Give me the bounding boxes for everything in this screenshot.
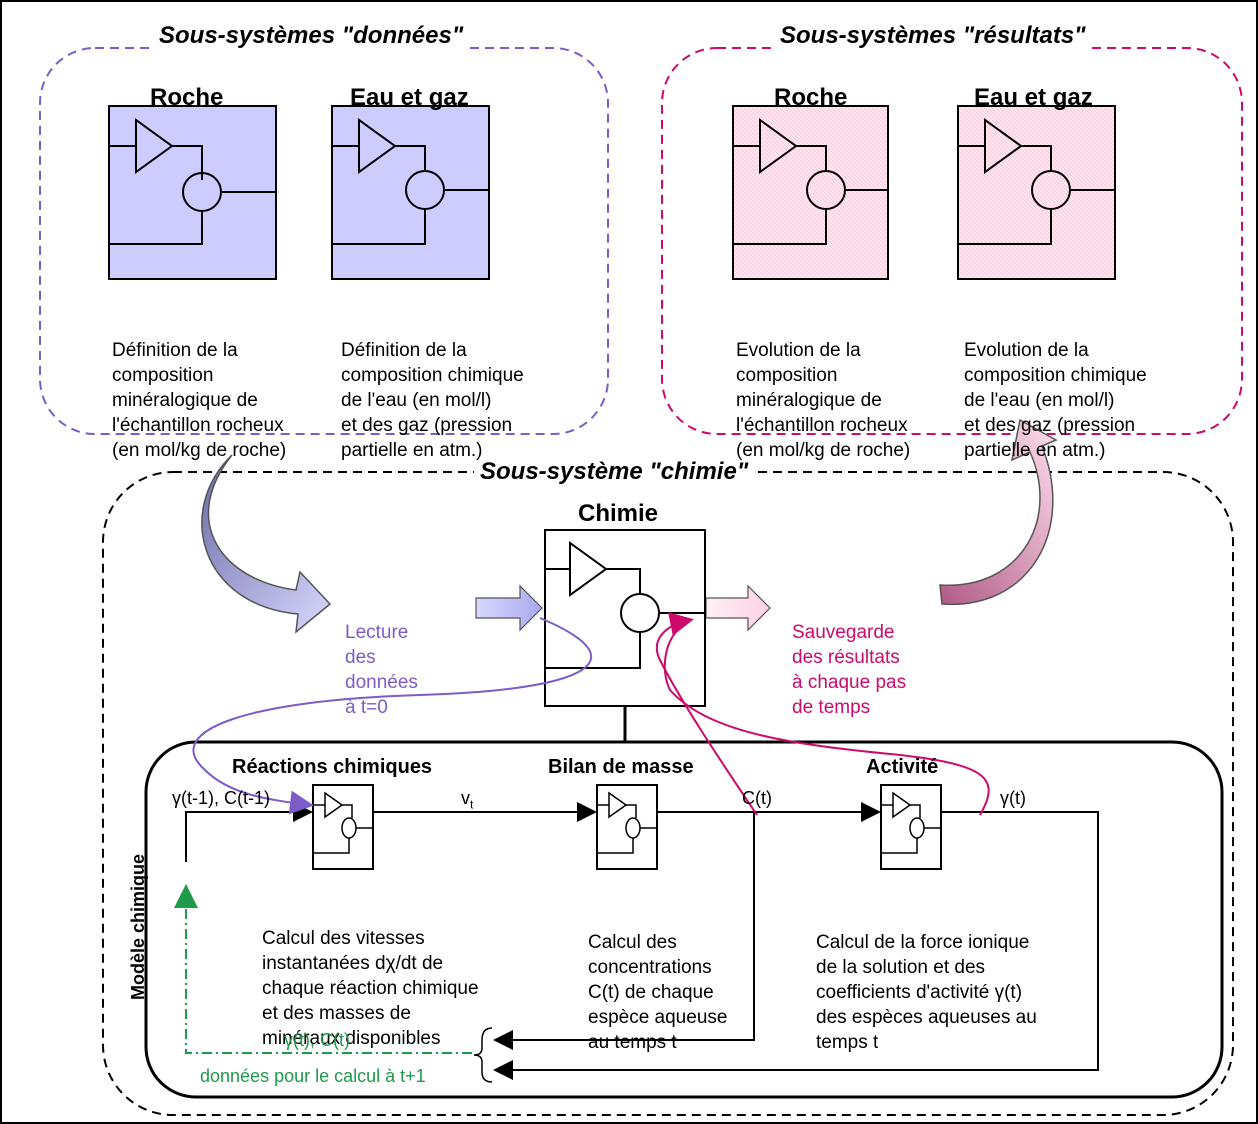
input-rock-name: Roche [150,84,224,111]
signal-v-label: vt [461,788,474,812]
read-data-curve [192,617,592,815]
save-arrow [705,584,771,632]
activity-block [880,784,942,870]
model-box [144,740,1224,1099]
read-arrow [475,584,543,632]
reactions-name: Réactions chimiques [232,756,433,778]
signal-c-label: C(t) [742,788,772,808]
chemistry-block [544,529,706,707]
reactions-block [312,784,374,870]
feedback-note-label: données pour le calcul à t+1 [200,1066,426,1086]
outputs-curved-arrow [939,418,1058,605]
output-rock-block [732,105,889,280]
feedback-values-label: γ(t), C(t) [284,1030,350,1050]
output-water-name: Eau et gaz [974,84,1093,111]
mass-balance-name: Bilan de masse [548,756,694,778]
chemistry-title: Sous-système "chimie" [474,458,755,486]
input-rock-block [108,105,277,280]
input-water-name: Eau et gaz [350,84,469,111]
input-flow-line [185,802,313,862]
model-vertical-label: Modèle chimique [128,853,148,1000]
outputs-title: Sous-systèmes "résultats" [774,22,1092,50]
mass-balance-block [596,784,658,870]
feedback-line [174,884,472,1054]
signal-in-label: γ(t-1), C(t-1) [172,788,270,808]
input-water-block [331,105,490,280]
signal-g-label: γ(t) [1000,788,1026,808]
output-rock-name: Roche [774,84,848,111]
inputs-title: Sous-systèmes "données" [153,22,470,50]
brace [473,1027,493,1083]
activity-name: Activité [866,756,939,778]
chemistry-block-name: Chimie [578,500,659,527]
outputs-subsystem-box [661,47,1243,435]
c-return-line [493,812,755,1050]
gamma-return-line [493,811,1099,1080]
save-c-curve [655,612,758,816]
output-water-block [957,105,1116,280]
inputs-curved-arrow [201,454,332,634]
save-gamma-curve [663,627,990,816]
